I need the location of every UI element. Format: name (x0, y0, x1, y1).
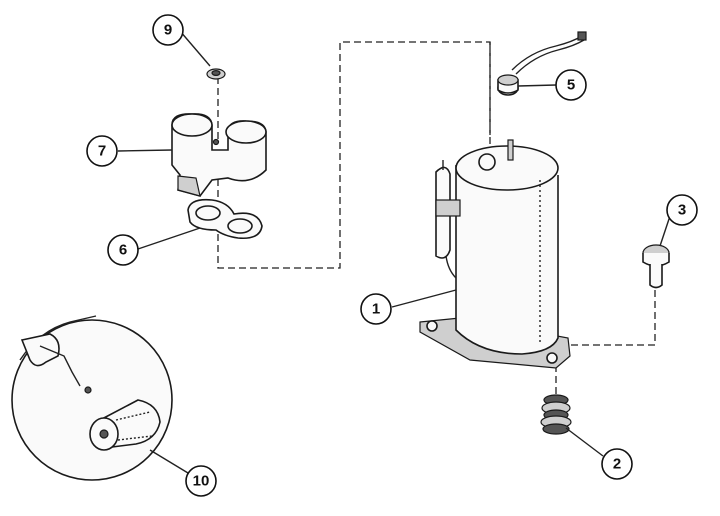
terminal-cover-part (171, 113, 267, 197)
callout-5: 5 (555, 69, 587, 101)
bolt-part (642, 244, 670, 289)
assembly-lines (217, 41, 656, 395)
gasket-part (187, 198, 263, 240)
callout-2: 2 (601, 448, 633, 480)
grommet-part (540, 394, 572, 435)
callout-9: 9 (152, 14, 184, 46)
protector-part (497, 31, 587, 96)
callout-7: 7 (86, 135, 118, 167)
callout-9-label: 9 (164, 22, 172, 39)
callout-1-label: 1 (372, 301, 380, 318)
callout-10: 10 (185, 465, 217, 497)
callout-3: 3 (666, 194, 698, 226)
detail-view-part (11, 315, 173, 481)
callout-10-label: 10 (193, 473, 210, 490)
callout-2-label: 2 (613, 456, 621, 473)
callout-6-label: 6 (119, 242, 127, 259)
compressor-part (419, 139, 571, 369)
leader-lines (117, 30, 671, 474)
callout-7-label: 7 (98, 143, 106, 160)
callout-1: 1 (360, 293, 392, 325)
callout-6: 6 (107, 234, 139, 266)
nut-part (206, 68, 226, 80)
callout-5-label: 5 (567, 77, 575, 94)
callout-3-label: 3 (678, 202, 686, 219)
